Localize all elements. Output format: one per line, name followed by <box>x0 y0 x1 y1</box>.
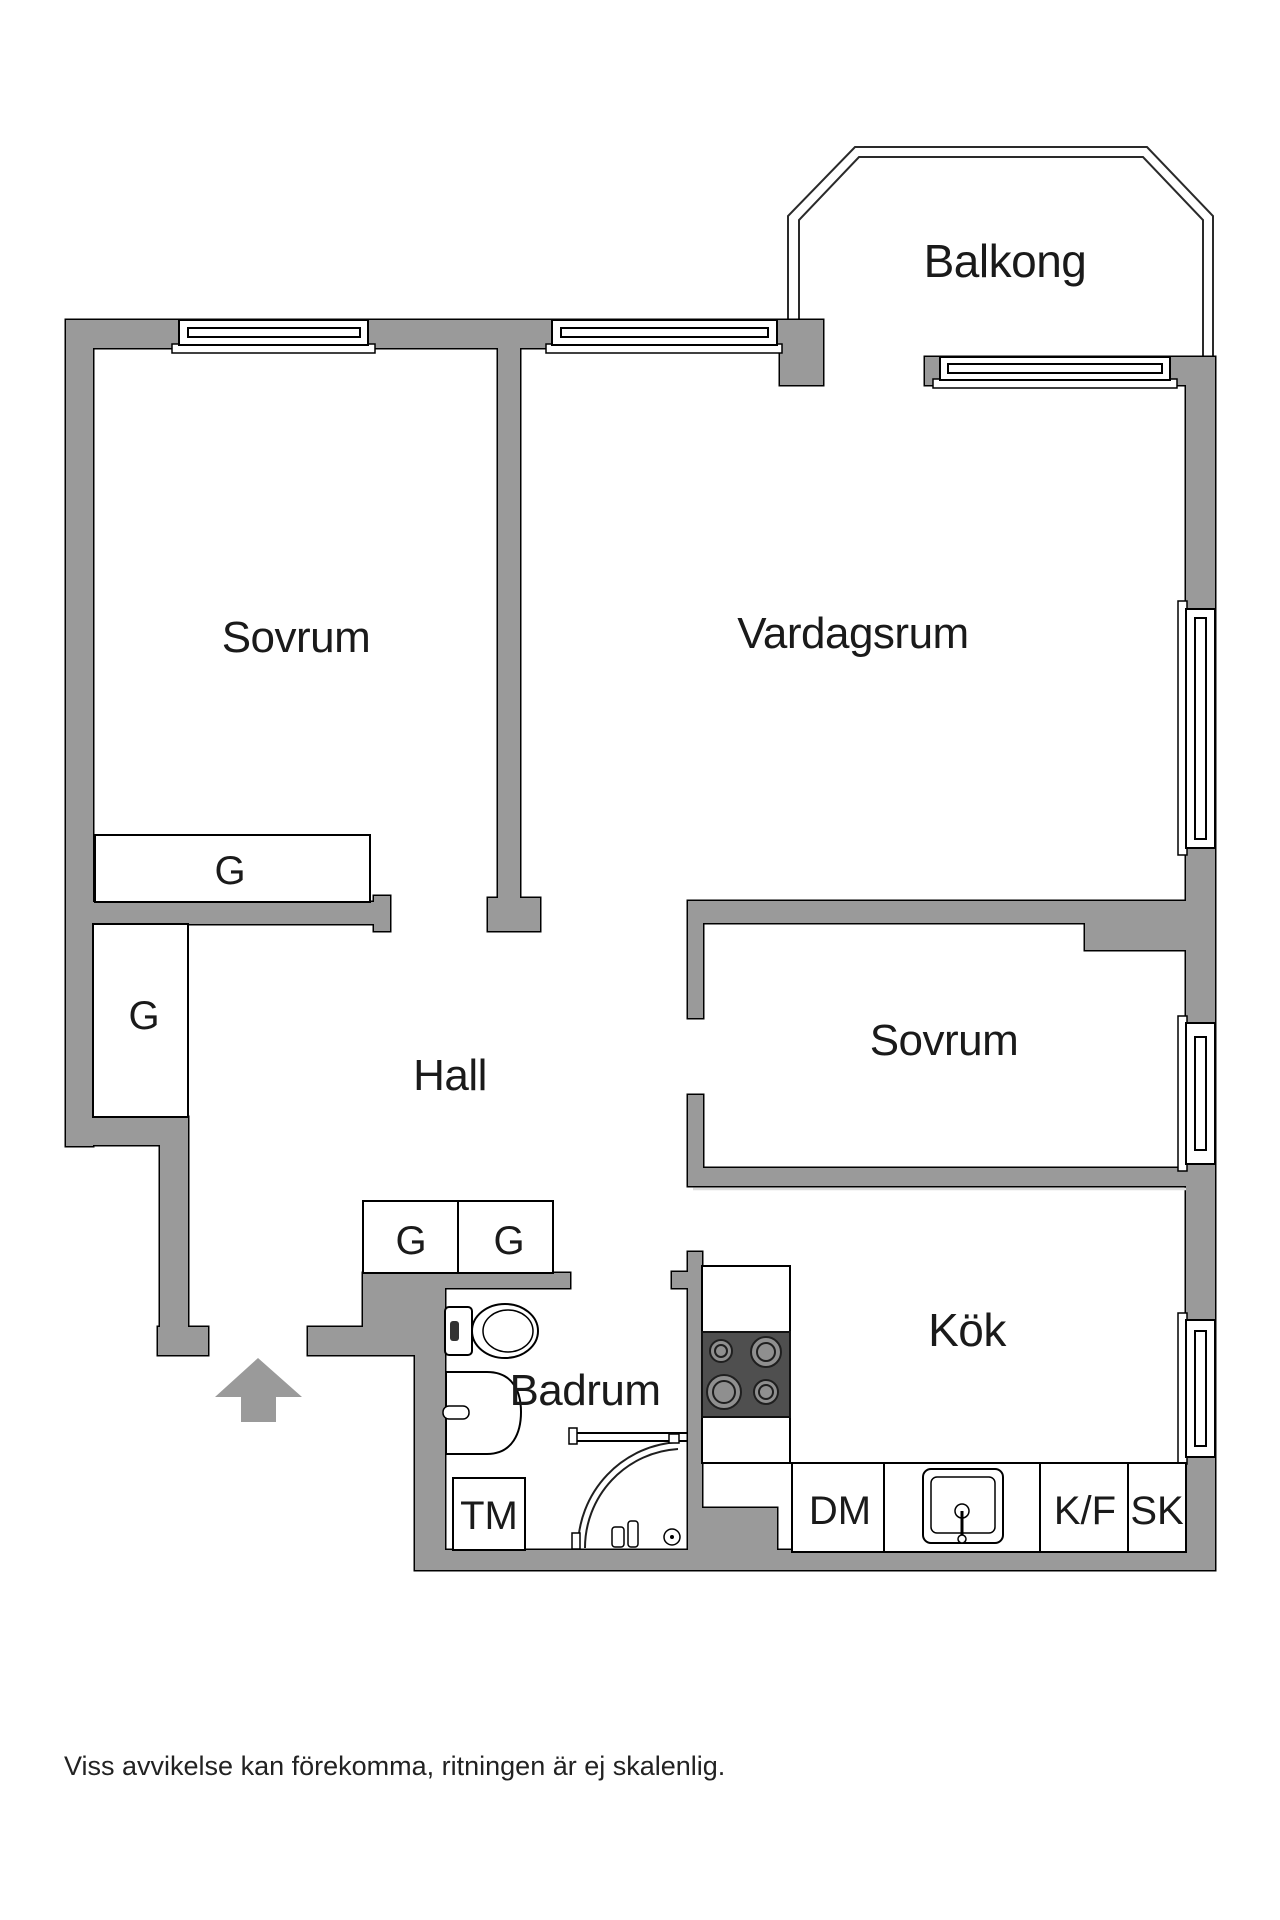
window-balcony-wall <box>932 356 1178 389</box>
label-dishwasher: DM <box>809 1489 871 1533</box>
shower <box>568 1427 688 1550</box>
wardrobe-label-hall-1: G <box>395 1219 426 1263</box>
bathroom-sink <box>442 1371 523 1455</box>
room-label-bathroom: Badrum <box>509 1366 660 1415</box>
shower-fittings <box>611 1520 681 1548</box>
toilet <box>444 1303 539 1359</box>
room-label-balcony: Balkong <box>924 235 1087 287</box>
kitchen-sink <box>922 1468 1004 1544</box>
room-label-living-room: Vardagsrum <box>737 609 968 658</box>
wardrobe-label-hall-2: G <box>493 1219 524 1263</box>
label-fridge-freezer: K/F <box>1054 1489 1116 1533</box>
window-bedroom2-right <box>1177 1015 1216 1172</box>
room-label-bedroom1: Sovrum <box>222 613 371 662</box>
room-label-hall: Hall <box>413 1051 487 1100</box>
wardrobe-label-hall-left: G <box>128 994 159 1038</box>
wardrobe-hall-left <box>92 923 189 1118</box>
balcony-railing <box>787 146 1214 356</box>
window-livingroom-right <box>1177 600 1216 856</box>
disclaimer-text: Viss avvikelse kan förekomma, ritningen … <box>64 1751 725 1781</box>
cabinet-box <box>1127 1462 1187 1553</box>
stove-burners <box>706 1336 782 1410</box>
fridge-freezer-box <box>1039 1462 1129 1553</box>
entrance-arrow <box>215 1358 302 1422</box>
room-label-bedroom2: Sovrum <box>870 1016 1019 1065</box>
wardrobe-bedroom1 <box>94 834 371 903</box>
label-washing-machine: TM <box>460 1494 518 1538</box>
window-livingroom-top <box>545 319 783 354</box>
window-kitchen-right <box>1177 1312 1216 1465</box>
window-bedroom1-top <box>171 319 376 354</box>
wardrobe-hall-2 <box>457 1200 554 1274</box>
label-cabinet: SK <box>1130 1489 1184 1533</box>
room-label-kitchen: Kök <box>928 1304 1007 1356</box>
wardrobe-label-bedroom1: G <box>214 849 245 893</box>
washing-machine-box <box>452 1477 526 1551</box>
dishwasher-box <box>791 1462 885 1553</box>
wardrobe-hall-1 <box>362 1200 459 1274</box>
